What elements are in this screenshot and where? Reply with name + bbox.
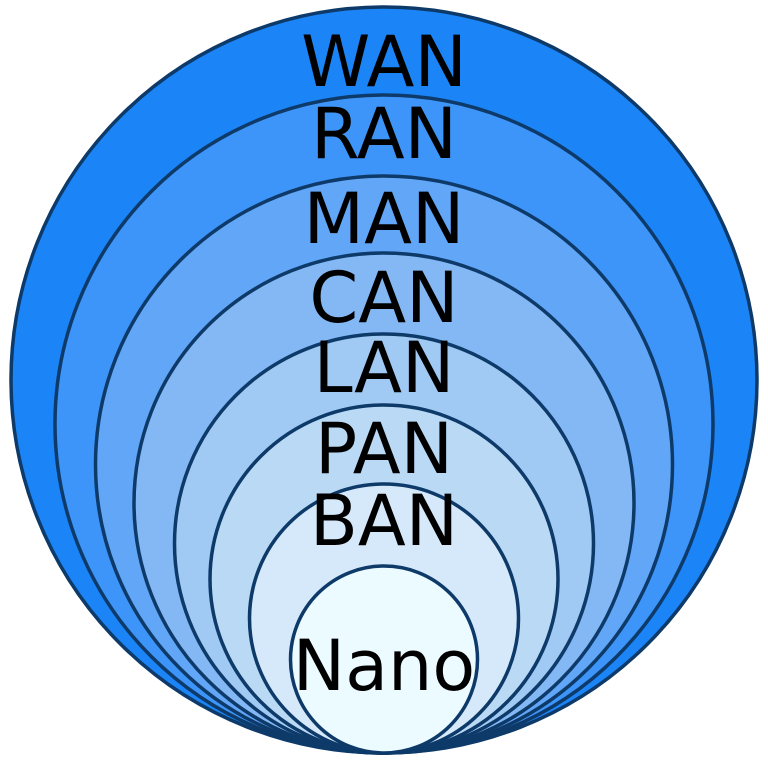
label-ran: RAN: [311, 93, 457, 175]
label-lan: LAN: [314, 327, 455, 409]
label-nano: Nano: [293, 625, 475, 707]
label-man: MAN: [304, 178, 465, 260]
circle-nano: [288, 564, 480, 755]
label-pan: PAN: [315, 408, 453, 490]
label-can: CAN: [309, 257, 458, 339]
label-wan: WAN: [301, 21, 467, 103]
label-ban: BAN: [310, 480, 458, 562]
